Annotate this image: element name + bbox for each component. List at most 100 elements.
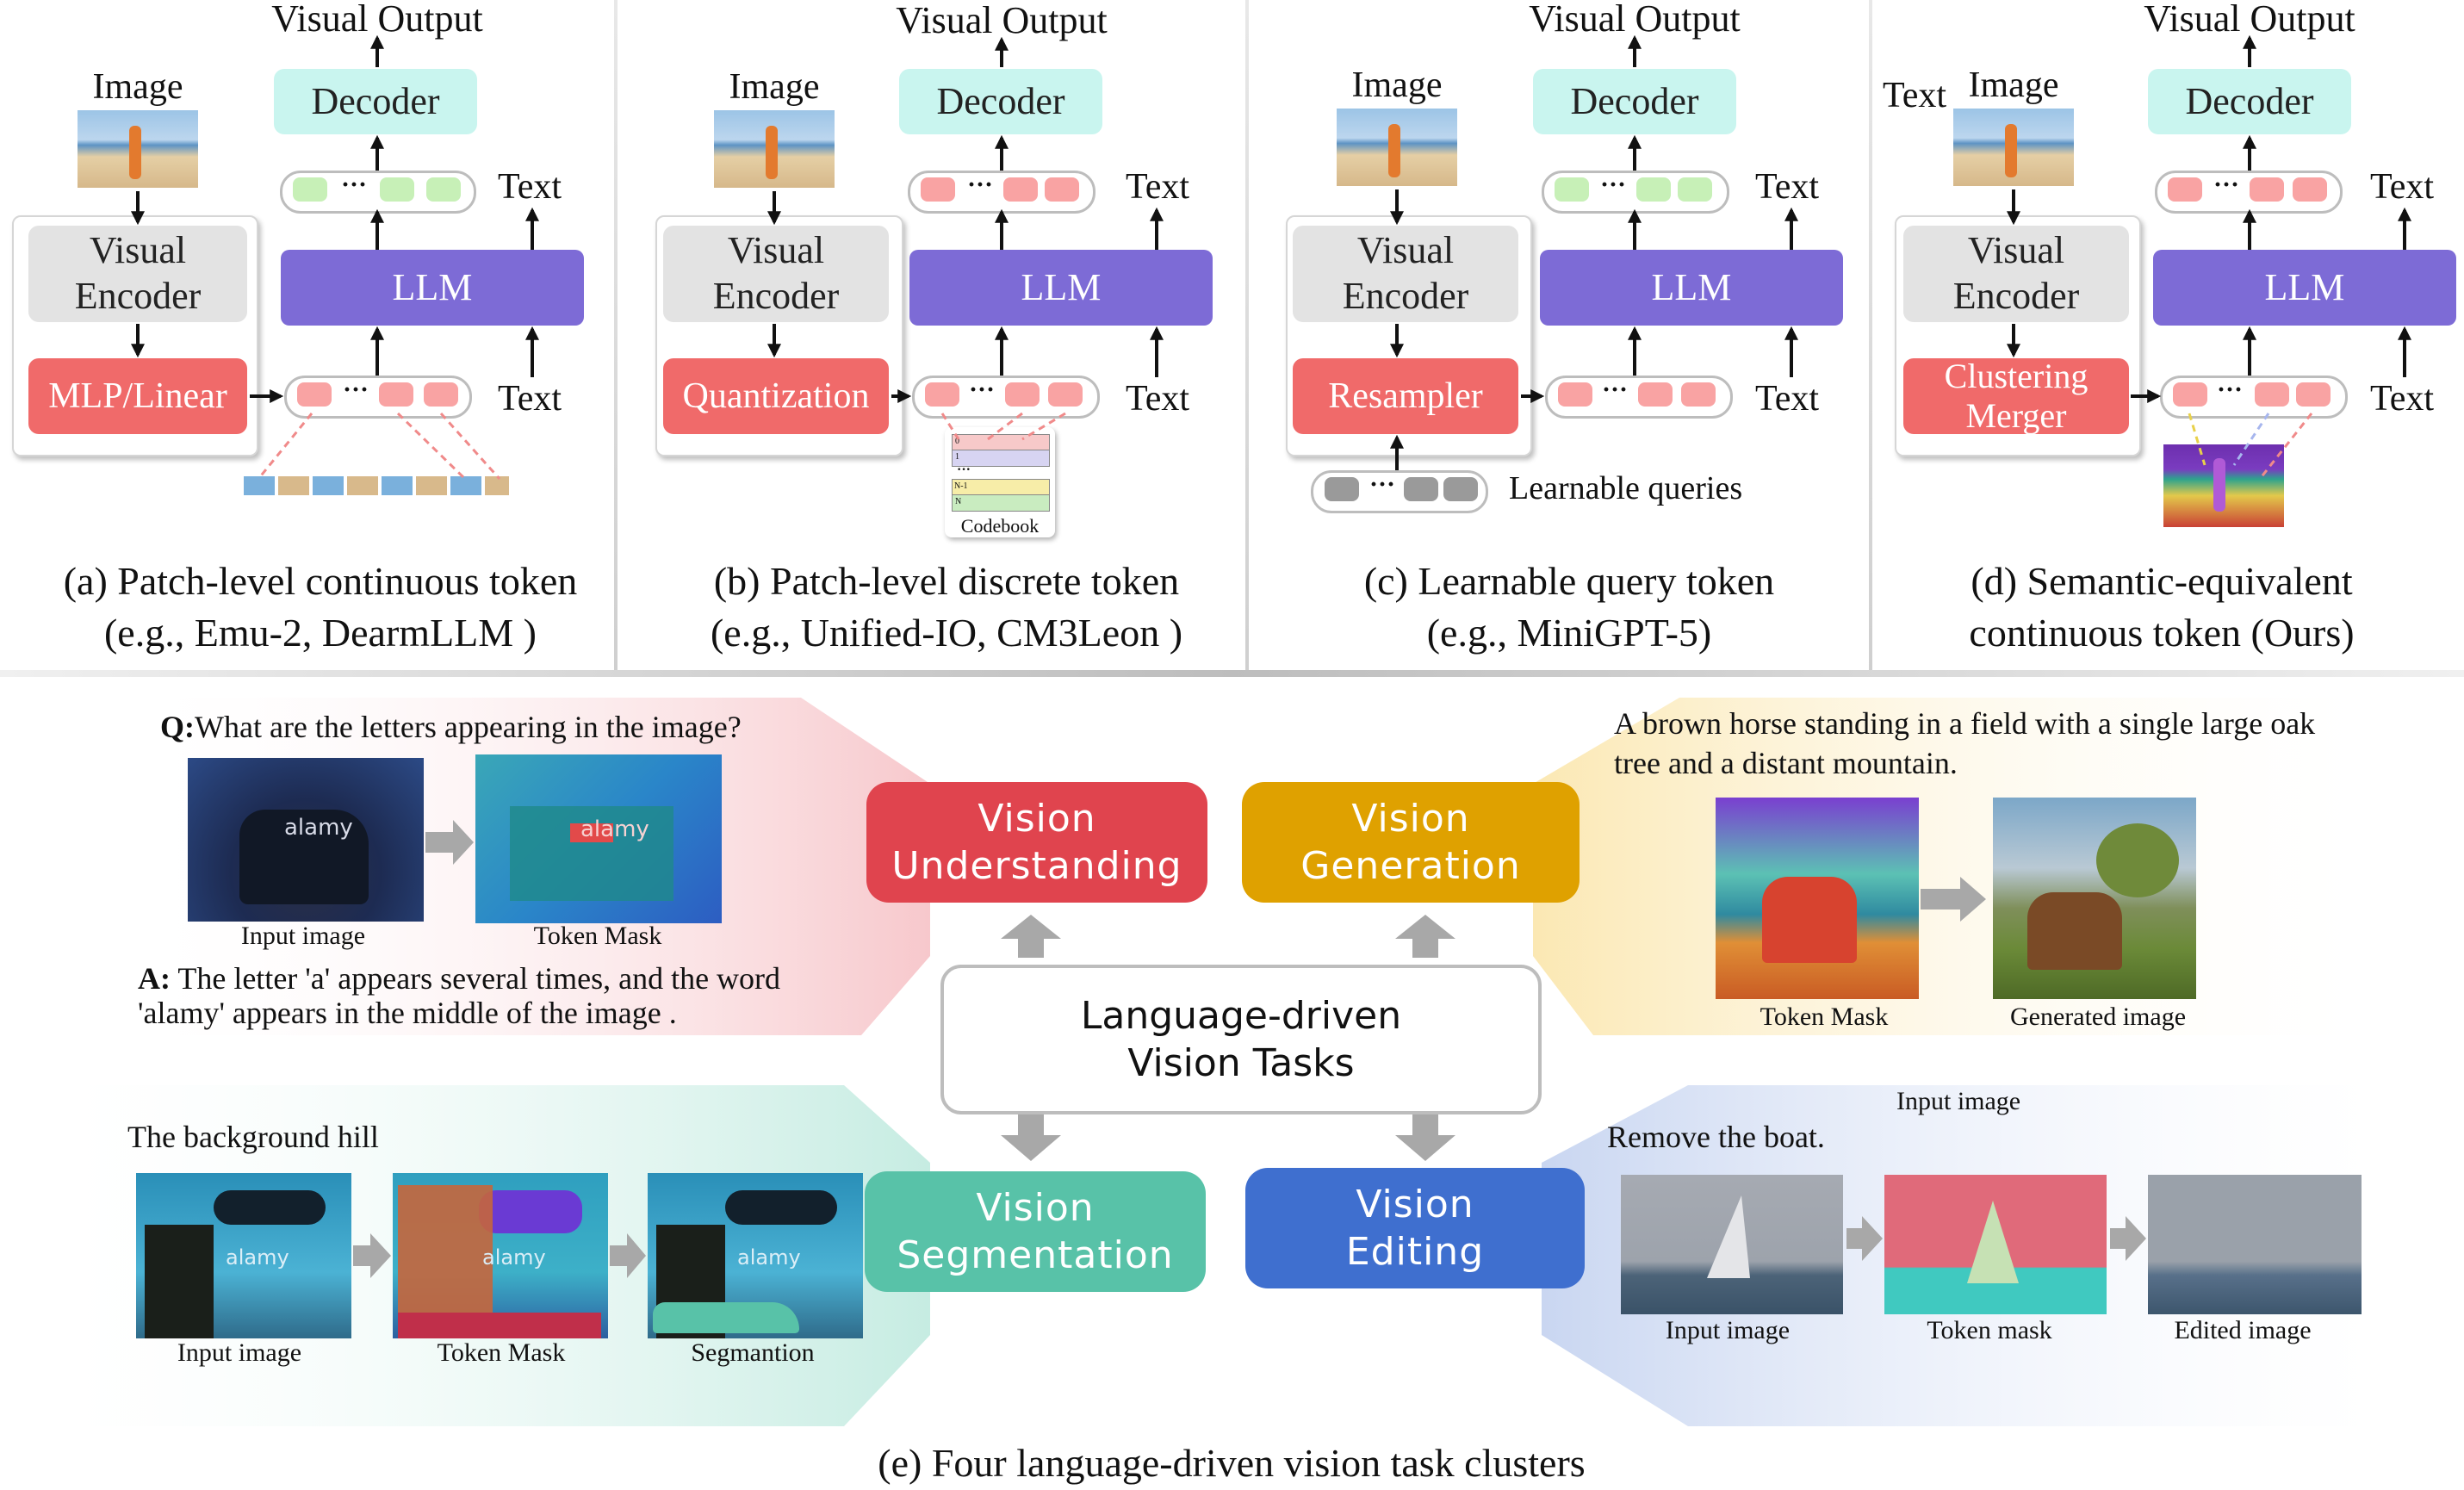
visual-output-label: Visual Output <box>271 0 483 40</box>
token <box>1636 177 1671 202</box>
clustering-merger-adapter: Clustering Merger <box>1903 357 2129 435</box>
decoder: Decoder <box>1533 69 1736 134</box>
text-label-bottom: Text <box>1755 379 1820 419</box>
caption-b-line2: (e.g., Unified-IO, CM3Leon ) <box>710 611 1183 655</box>
llm-block: LLM <box>1540 250 1843 326</box>
token <box>1638 382 1673 407</box>
watermark: alamy <box>737 1245 801 1270</box>
horse-token-mask <box>1716 798 1919 999</box>
top-panel-divider-1 <box>614 0 618 672</box>
generation-img1-label: Token Mask <box>1760 1003 1889 1031</box>
visual-encoder: Visual Encoder <box>28 226 247 322</box>
understanding-img1-label: Input image <box>240 922 366 950</box>
token <box>1558 382 1592 407</box>
dino-input-image: alamy <box>136 1173 351 1338</box>
token <box>424 382 458 407</box>
ellipsis: ··· <box>969 376 996 404</box>
visual-encoder: Visual Encoder <box>1903 226 2129 322</box>
visual-encoder: Visual Encoder <box>663 226 889 322</box>
top-panel-divider-2 <box>1245 0 1249 672</box>
boat-token-mask <box>1884 1175 2107 1314</box>
answer-text: The letter 'a' appears several times, an… <box>177 961 781 996</box>
editing-img1-label: Input image <box>1665 1316 1791 1344</box>
segmentation-img2-label: Token Mask <box>437 1338 566 1367</box>
text-label-bottom: Text <box>498 379 562 419</box>
panel-c: Image Visual Encoder Resampler Visual Ou… <box>1249 0 1869 672</box>
boat-input-image <box>1621 1175 1843 1314</box>
token <box>2250 177 2284 202</box>
token <box>2168 177 2202 202</box>
panel-d: Text Image Visual Encoder Clustering Mer… <box>1872 0 2464 672</box>
quantization-adapter: Quantization <box>663 358 889 434</box>
boat-edited-image <box>2148 1175 2362 1314</box>
understanding-answer-line1: A: The letter 'a' appears several times,… <box>138 963 780 994</box>
watermark: alamy <box>482 1245 546 1270</box>
token <box>1681 382 1716 407</box>
answer-prefix: A: <box>138 961 171 996</box>
decoder: Decoder <box>2148 69 2351 134</box>
token <box>921 177 955 202</box>
panel-a-arrows <box>131 34 539 481</box>
beach-photo <box>714 110 835 188</box>
ellipsis: ··· <box>2213 171 2240 199</box>
token <box>2296 382 2331 407</box>
editing-prompt: Remove the boat. <box>1607 1120 1825 1154</box>
text-label-bottom: Text <box>2370 379 2435 419</box>
caption-d-line1: (d) Semantic-equivalent <box>1971 559 2353 603</box>
caption-e: (e) Four language-driven vision task clu… <box>878 1441 1586 1485</box>
text-label-top: Text <box>498 167 562 207</box>
codebook-row-label: 1 <box>955 452 959 462</box>
generation-img2-label: Generated image <box>2009 1003 2187 1031</box>
token <box>2173 382 2207 407</box>
token <box>1678 177 1712 202</box>
decoder: Decoder <box>274 69 477 134</box>
watermark: alamy <box>580 816 649 842</box>
caption-c-line2: (e.g., MiniGPT-5) <box>1426 611 1712 655</box>
ellipsis: ··· <box>1602 376 1629 404</box>
panel-b-arrows <box>767 36 1164 441</box>
horse-generated-image <box>1993 798 2196 999</box>
vision-generation-box: Vision Generation <box>1242 782 1580 903</box>
beach-photo <box>1337 109 1457 186</box>
watermark: alamy <box>226 1245 289 1270</box>
segmentation-img3-label: Segmantion <box>691 1338 815 1367</box>
ellipsis: ··· <box>343 376 369 404</box>
editing-img3-label: Edited image <box>2174 1316 2312 1344</box>
panel-b: Image Visual Encoder Quantization Visual… <box>618 0 1245 672</box>
codebook-ellipsis: ··· <box>957 463 971 477</box>
language-driven-tasks-box: Language-driven Vision Tasks <box>940 965 1542 1114</box>
ellipsis: ··· <box>1600 171 1627 199</box>
editing-top-label: Input image <box>1896 1087 2021 1115</box>
vision-understanding-box: Vision Understanding <box>866 782 1207 903</box>
codebook-label: Codebook <box>960 515 1040 537</box>
caption-b-line1: (b) Patch-level discrete token <box>713 559 1180 603</box>
token <box>426 177 461 202</box>
ellipsis: ··· <box>2217 376 2244 404</box>
ellipsis: ··· <box>341 171 368 199</box>
panel-a: Image Visual Encoder MLP/Linear Visual O… <box>0 0 614 672</box>
image-label: Image <box>1968 65 2059 105</box>
llm-block: LLM <box>909 250 1213 326</box>
token <box>1045 177 1079 202</box>
token <box>2255 382 2289 407</box>
understanding-question: Q:What are the letters appearing in the … <box>160 711 742 742</box>
visual-output-label: Visual Output <box>2144 0 2355 40</box>
segmentation-prompt: The background hill <box>127 1120 379 1154</box>
image-label: Image <box>92 67 183 107</box>
llm-block: LLM <box>281 250 584 326</box>
question-text: What are the letters appearing in the im… <box>195 710 742 744</box>
statue-token-mask: alamy <box>475 754 722 923</box>
generation-prompt-line1: A brown horse standing in a field with a… <box>1614 706 2316 741</box>
understanding-answer-line2: 'alamy' appears in the middle of the ima… <box>138 996 677 1030</box>
token <box>1005 382 1040 407</box>
token <box>2293 177 2327 202</box>
dino-segmentation-image: alamy <box>648 1173 863 1338</box>
panel-d-arrows <box>2007 34 2411 480</box>
visual-encoder: Visual Encoder <box>1293 226 1518 322</box>
image-label: Image <box>729 67 820 107</box>
